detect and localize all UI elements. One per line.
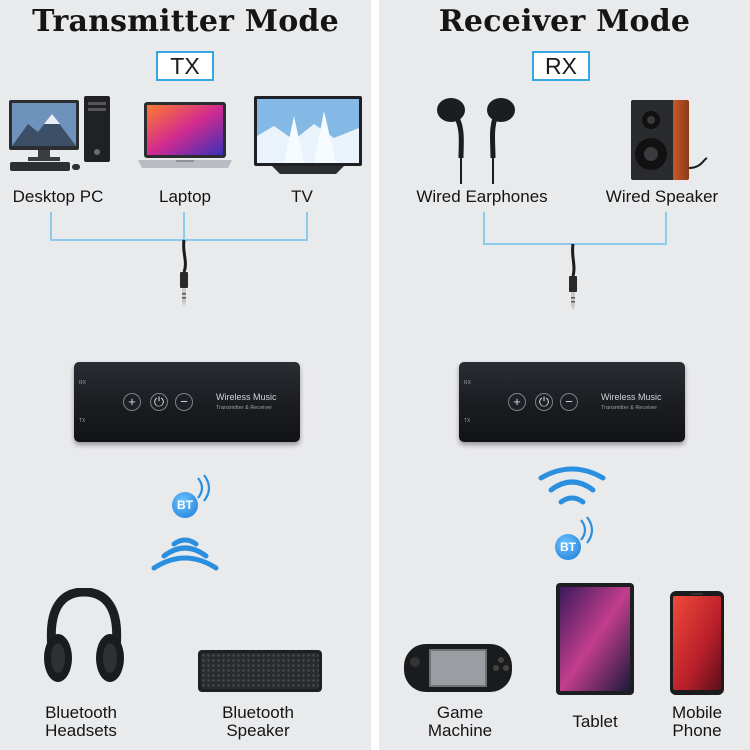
source-label-game-machine-line2: Machine: [427, 721, 493, 740]
power-play-button[interactable]: ⏻: [535, 393, 553, 411]
output-label-wired-speaker: Wired Speaker: [605, 187, 719, 206]
connector-lines: [50, 212, 308, 306]
source-label-game-machine: Game Machine: [428, 704, 492, 740]
phone-icon: [670, 591, 724, 695]
target-label-speaker-line1: Bluetooth: [222, 703, 294, 722]
source-label-tablet: Tablet: [572, 712, 618, 731]
wireless-waves-icon: [538, 466, 606, 505]
tablet-icon: [556, 583, 634, 695]
bluetooth-badge: BT: [172, 492, 198, 518]
connector-lines: [483, 212, 667, 310]
volume-up-button[interactable]: +: [123, 393, 141, 411]
device-tx-label: TX: [79, 418, 86, 424]
laptop-icon: [138, 102, 232, 168]
device-subtitle: Transmitter & Receiver: [601, 405, 658, 411]
target-label-speaker-line2: Speaker: [226, 721, 290, 740]
volume-down-button[interactable]: −: [560, 393, 578, 411]
mode-badge: TX: [156, 51, 214, 81]
receiver-panel: Receiver Mode RX Wired Earphones: [379, 0, 750, 750]
bt-signal-icon: [580, 516, 594, 544]
wired-speaker-icon: [631, 100, 708, 180]
earphones-icon: [437, 98, 515, 184]
bluetooth-badge: BT: [555, 534, 581, 560]
panel-title: Receiver Mode: [438, 4, 691, 39]
bluetooth-speaker-icon: [198, 650, 322, 692]
device-rx-label: RX: [79, 380, 86, 386]
source-label-game-machine-line1: Game: [436, 703, 484, 722]
desktop-pc-icon: [9, 96, 110, 171]
wireless-music-device: RX TX + ⏻ − Wireless Music Transmitter &…: [74, 362, 300, 442]
headphones-icon: [44, 588, 124, 682]
source-label-desktop-pc: Desktop PC: [12, 187, 104, 206]
target-label-headsets: Bluetooth Headsets: [45, 704, 117, 740]
target-label-speaker: Bluetooth Speaker: [222, 704, 294, 740]
device-name: Wireless Music: [216, 392, 277, 402]
mode-badge: RX: [532, 51, 590, 81]
output-label-earphones: Wired Earphones: [416, 187, 548, 206]
device-subtitle: Transmitter & Receiver: [216, 405, 273, 411]
bt-signal-icon: [197, 474, 211, 502]
target-label-headsets-line2: Headsets: [45, 721, 117, 740]
source-label-mobile-phone: Mobile Phone: [672, 704, 722, 740]
source-label-mobile-phone-line2: Phone: [672, 721, 722, 740]
wireless-music-device: RX TX + ⏻ − Wireless Music Transmitter &…: [459, 362, 685, 442]
power-play-button[interactable]: ⏻: [150, 393, 168, 411]
game-console-icon: [404, 644, 512, 692]
device-rx-label: RX: [464, 380, 471, 386]
target-label-headsets-line1: Bluetooth: [45, 703, 117, 722]
tv-icon: [254, 96, 362, 174]
source-label-mobile-phone-line1: Mobile: [671, 703, 723, 722]
wireless-waves-icon: [151, 537, 219, 571]
panel-title: Transmitter Mode: [32, 4, 339, 39]
source-label-tv: TV: [291, 187, 313, 206]
transmitter-panel: Transmitter Mode TX Desktop PC: [0, 0, 371, 750]
device-name: Wireless Music: [601, 392, 662, 402]
volume-down-button[interactable]: −: [175, 393, 193, 411]
device-tx-label: TX: [464, 418, 471, 424]
source-label-laptop: Laptop: [159, 187, 211, 206]
volume-up-button[interactable]: +: [508, 393, 526, 411]
